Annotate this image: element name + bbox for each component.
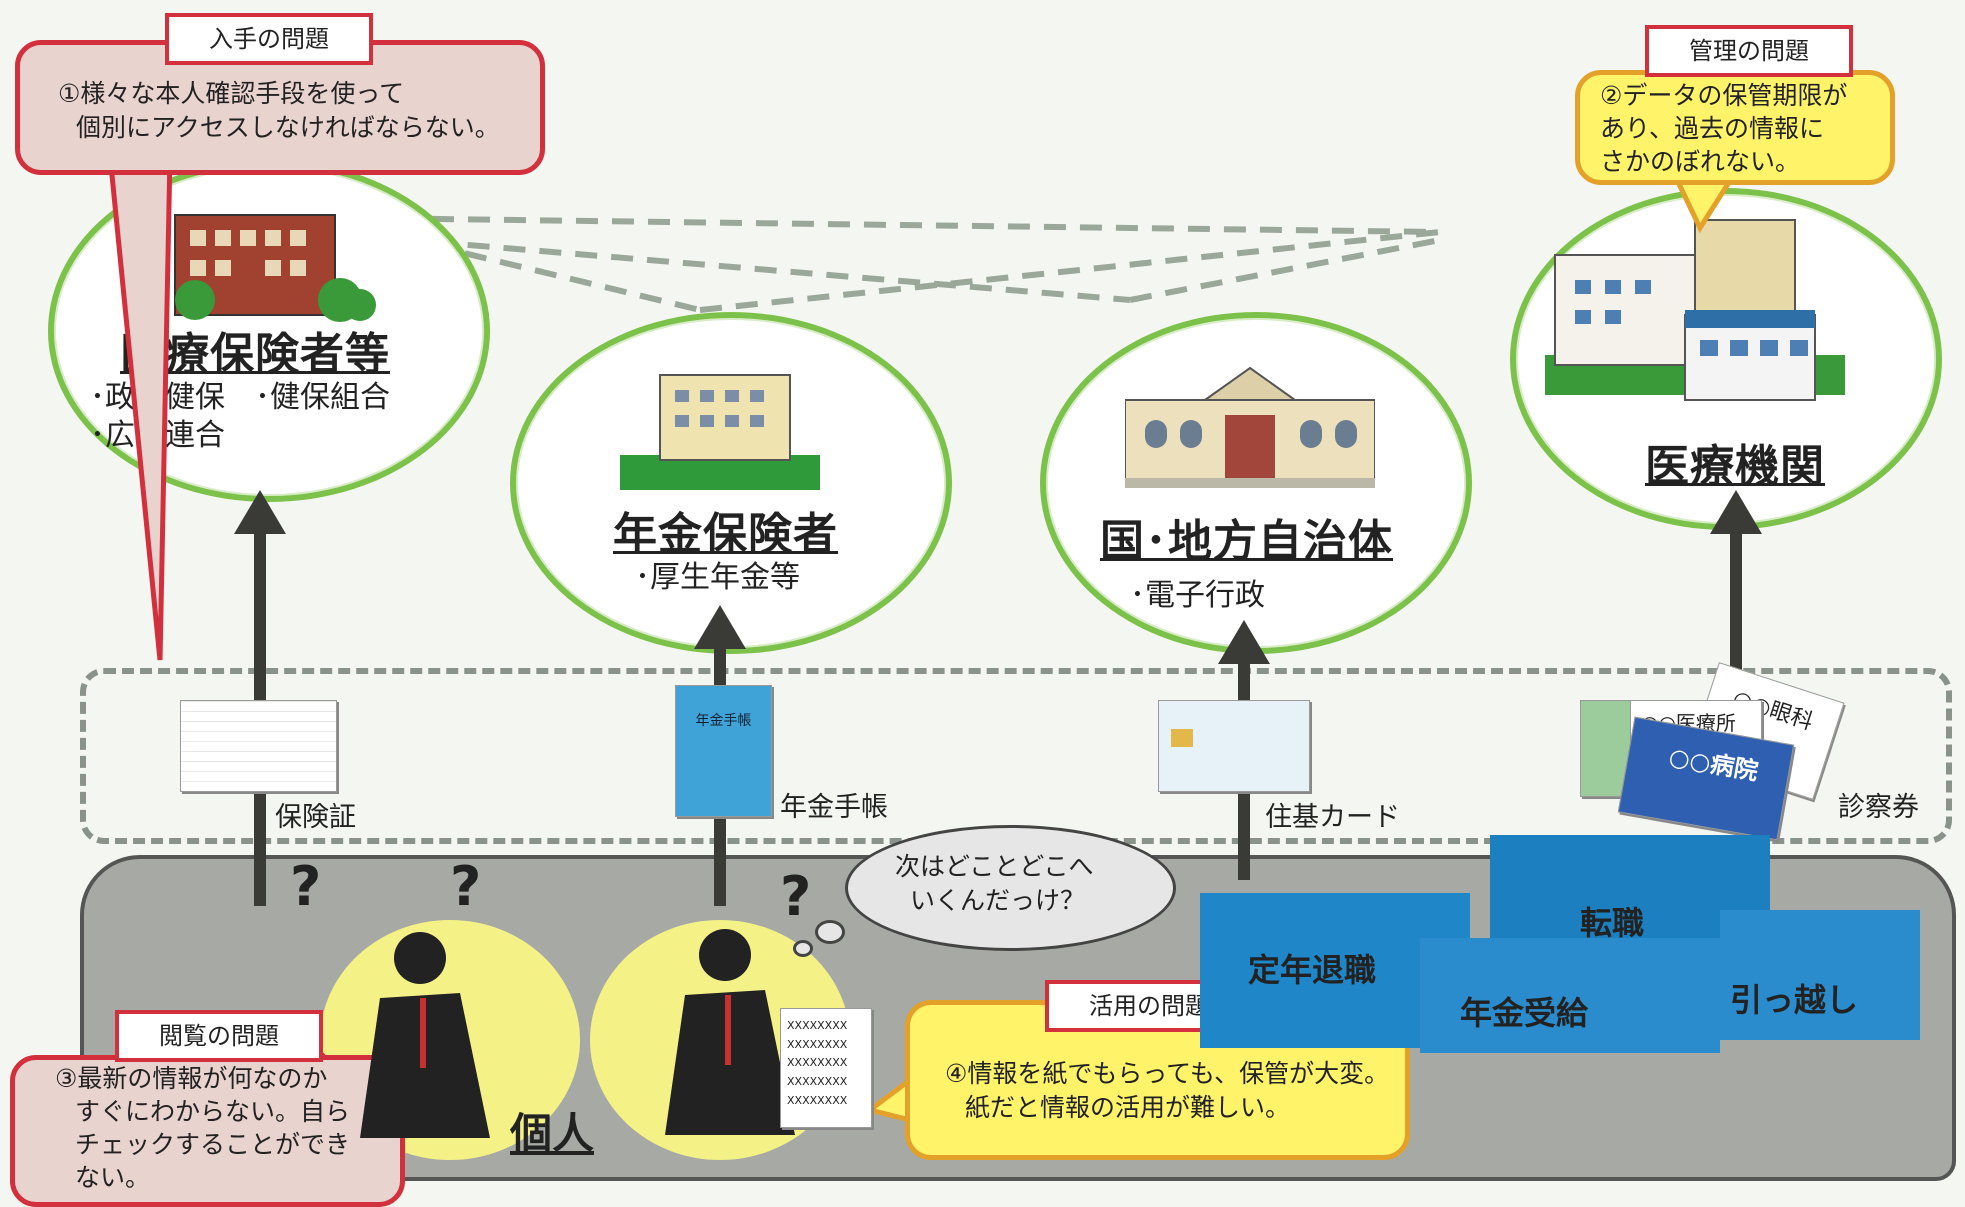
tag-access: 入手の問題 <box>165 13 373 65</box>
pension-book-icon: 年金手帳 <box>675 685 772 817</box>
pension-book-label: 年金手帳 <box>780 792 888 823</box>
medical-building-icon <box>1545 205 1845 424</box>
arrowhead-government <box>1218 620 1270 664</box>
paper-doc-line: XXXXXXXX <box>787 1037 848 1051</box>
callout-access-line1: ①様々な本人確認手段を使って <box>58 79 405 108</box>
insurance-card-label: 保険証 <box>275 802 356 833</box>
insurance-card-icon <box>180 700 337 792</box>
question-mark-right: ? <box>780 865 812 928</box>
tag-viewing: 閲覧の問題 <box>115 1010 323 1062</box>
event-job-change-label: 転職 <box>1580 904 1645 942</box>
node-government-sub1: ･電子行政 <box>1130 578 1265 613</box>
callout-viewing-line2: すぐにわからない。自ら <box>75 1097 351 1126</box>
arrowhead-medical <box>1710 490 1762 534</box>
tag-management: 管理の問題 <box>1645 25 1853 77</box>
paper-doc-line: XXXXXXXX <box>787 1056 848 1070</box>
node-pension-title: 年金保険者 <box>613 509 838 560</box>
node-government-title: 国･地方自治体 <box>1100 516 1393 567</box>
person-left-icon <box>340 918 520 1142</box>
city-hall-icon <box>1124 360 1376 499</box>
node-pension-sub1: ･厚生年金等 <box>635 560 800 595</box>
callout-usage-line2: 紙だと情報の活用が難しい。 <box>965 1093 1291 1122</box>
node-medical-title: 医療機関 <box>1645 441 1825 492</box>
node-government <box>1040 312 1472 654</box>
person-right-icon <box>640 915 820 1139</box>
thought-bubble <box>845 825 1176 951</box>
event-moving <box>1720 910 1920 1040</box>
callout-viewing-line3: チェックすることができ <box>75 1130 351 1159</box>
hospital-name: ○○病院 <box>1666 742 1761 786</box>
callout-management-line1: ②データの保管期限が <box>1600 81 1848 110</box>
event-pension-receipt <box>1420 938 1720 1053</box>
question-mark-left: ? <box>290 855 322 918</box>
resident-card-icon <box>1158 700 1310 792</box>
callout-usage-line1: ④情報を紙でもらっても、保管が大変。 <box>945 1059 1390 1088</box>
arrowhead-insurer <box>234 490 286 534</box>
event-retirement-label: 定年退職 <box>1248 951 1377 989</box>
thought-line2: いくんだっけ？ <box>910 886 1086 915</box>
office-building-icon <box>620 355 820 494</box>
paper-document-icon: XXXXXXXX XXXXXXXX XXXXXXXX XXXXXXXX XXXX… <box>780 1008 872 1128</box>
arrow-medical <box>1730 530 1742 700</box>
event-pension-receipt-label: 年金受給 <box>1460 994 1589 1032</box>
resident-card-label: 住基カード <box>1265 802 1400 833</box>
callout-access-line2: 個別にアクセスしなければならない。 <box>76 113 500 142</box>
callout-management-line2: あり、過去の情報に <box>1600 114 1825 143</box>
callout-management-line3: さかのぼれない。 <box>1600 147 1801 176</box>
thought-bubble-dot2 <box>793 940 813 957</box>
event-moving-label: 引っ越し <box>1730 981 1859 1019</box>
paper-doc-line: XXXXXXXX <box>787 1075 848 1089</box>
ic-chip-icon <box>1171 729 1193 747</box>
pension-book-cover-text: 年金手帳 <box>695 713 752 729</box>
paper-doc-line: XXXXXXXX <box>787 1093 848 1107</box>
question-mark-middle: ? <box>450 855 482 918</box>
hospital-building-icon <box>155 205 385 329</box>
thought-bubble-dot1 <box>815 920 845 944</box>
patient-card-label: 診察券 <box>1838 792 1919 823</box>
arrowhead-pension <box>694 605 746 649</box>
individual-label: 個人 <box>510 1109 595 1158</box>
callout-viewing-line1: ③最新の情報が何なのか <box>55 1064 328 1093</box>
thought-line1: 次はどことどこへ <box>895 852 1094 881</box>
callout-viewing-line4: ない。 <box>75 1163 151 1192</box>
paper-doc-line: XXXXXXXX <box>787 1019 848 1032</box>
